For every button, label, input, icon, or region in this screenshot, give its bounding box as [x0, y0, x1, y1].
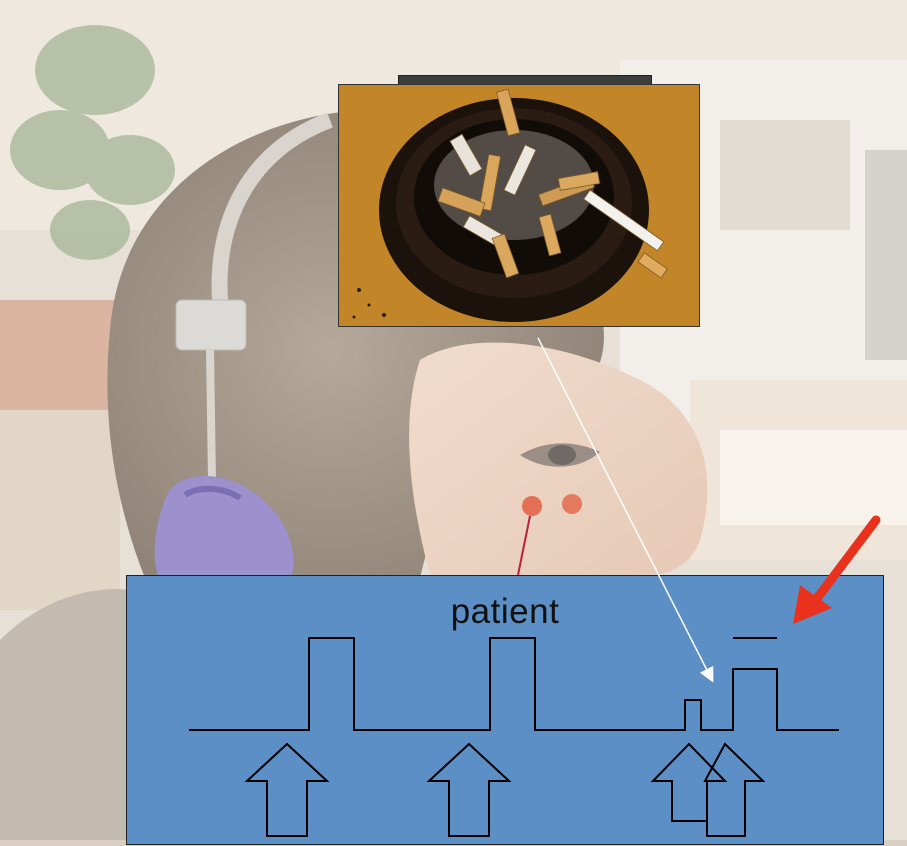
stimulus-arrow-3 — [650, 742, 728, 822]
ashtray-photo — [338, 84, 700, 327]
plant — [10, 25, 175, 260]
stimulus-arrow-1 — [244, 742, 330, 837]
signal-trace — [189, 637, 839, 837]
stimulus-arrow-2 — [426, 742, 512, 837]
step-waveform — [189, 637, 839, 731]
stimulus-arrow-4 — [703, 742, 766, 837]
patient-panel: patient — [126, 575, 884, 845]
